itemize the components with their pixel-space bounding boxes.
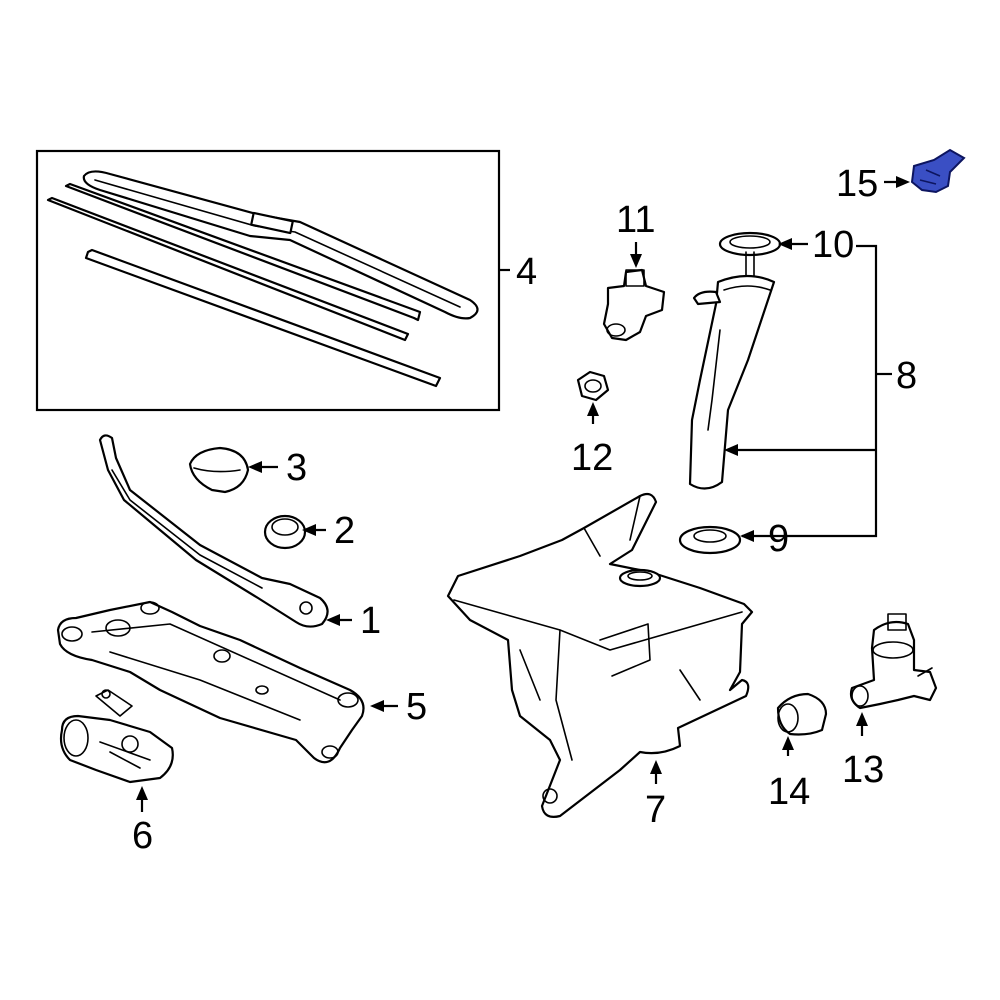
washer-nozzle-highlighted[interactable] xyxy=(910,148,966,194)
wiper-arm-cap[interactable] xyxy=(188,446,250,494)
callout-2: 2 xyxy=(334,510,355,552)
wiper-refill-strip-lower[interactable] xyxy=(46,196,410,342)
wiper-arm[interactable] xyxy=(98,434,329,628)
callout-11: 11 xyxy=(616,199,655,241)
callout-3: 3 xyxy=(286,447,307,489)
washer-pump[interactable] xyxy=(849,613,938,710)
wiper-blade[interactable] xyxy=(82,170,479,320)
wiper-rubber-insert[interactable] xyxy=(84,248,442,388)
callout-14: 14 xyxy=(768,771,810,813)
callout-7: 7 xyxy=(645,789,666,831)
washer-filler-neck[interactable] xyxy=(688,274,776,490)
callout-5: 5 xyxy=(406,686,427,728)
callout-6: 6 xyxy=(132,815,153,857)
washer-connector[interactable] xyxy=(602,268,666,342)
callout-9: 9 xyxy=(768,518,789,560)
callout-13: 13 xyxy=(842,749,884,791)
callout-12: 12 xyxy=(571,437,613,479)
wiper-motor[interactable] xyxy=(59,689,174,784)
grommet-nut[interactable] xyxy=(576,370,610,402)
washer-reservoir[interactable] xyxy=(446,492,754,818)
callout-1: 1 xyxy=(360,600,381,642)
wiper-linkage[interactable] xyxy=(56,600,365,764)
wiper-pivot-nut-cover[interactable] xyxy=(263,514,307,550)
wiper-blade-group[interactable] xyxy=(35,149,501,412)
pump-grommet[interactable] xyxy=(776,692,828,736)
callout-4: 4 xyxy=(516,251,537,293)
callout-8: 8 xyxy=(896,355,917,397)
callout-15: 15 xyxy=(836,163,878,205)
washer-filler-cap[interactable] xyxy=(718,231,782,277)
callout-10: 10 xyxy=(812,224,854,266)
filler-neck-seal[interactable] xyxy=(678,525,742,555)
blade-group-frame xyxy=(35,149,501,412)
wiper-refill-strip-upper[interactable] xyxy=(64,182,422,322)
